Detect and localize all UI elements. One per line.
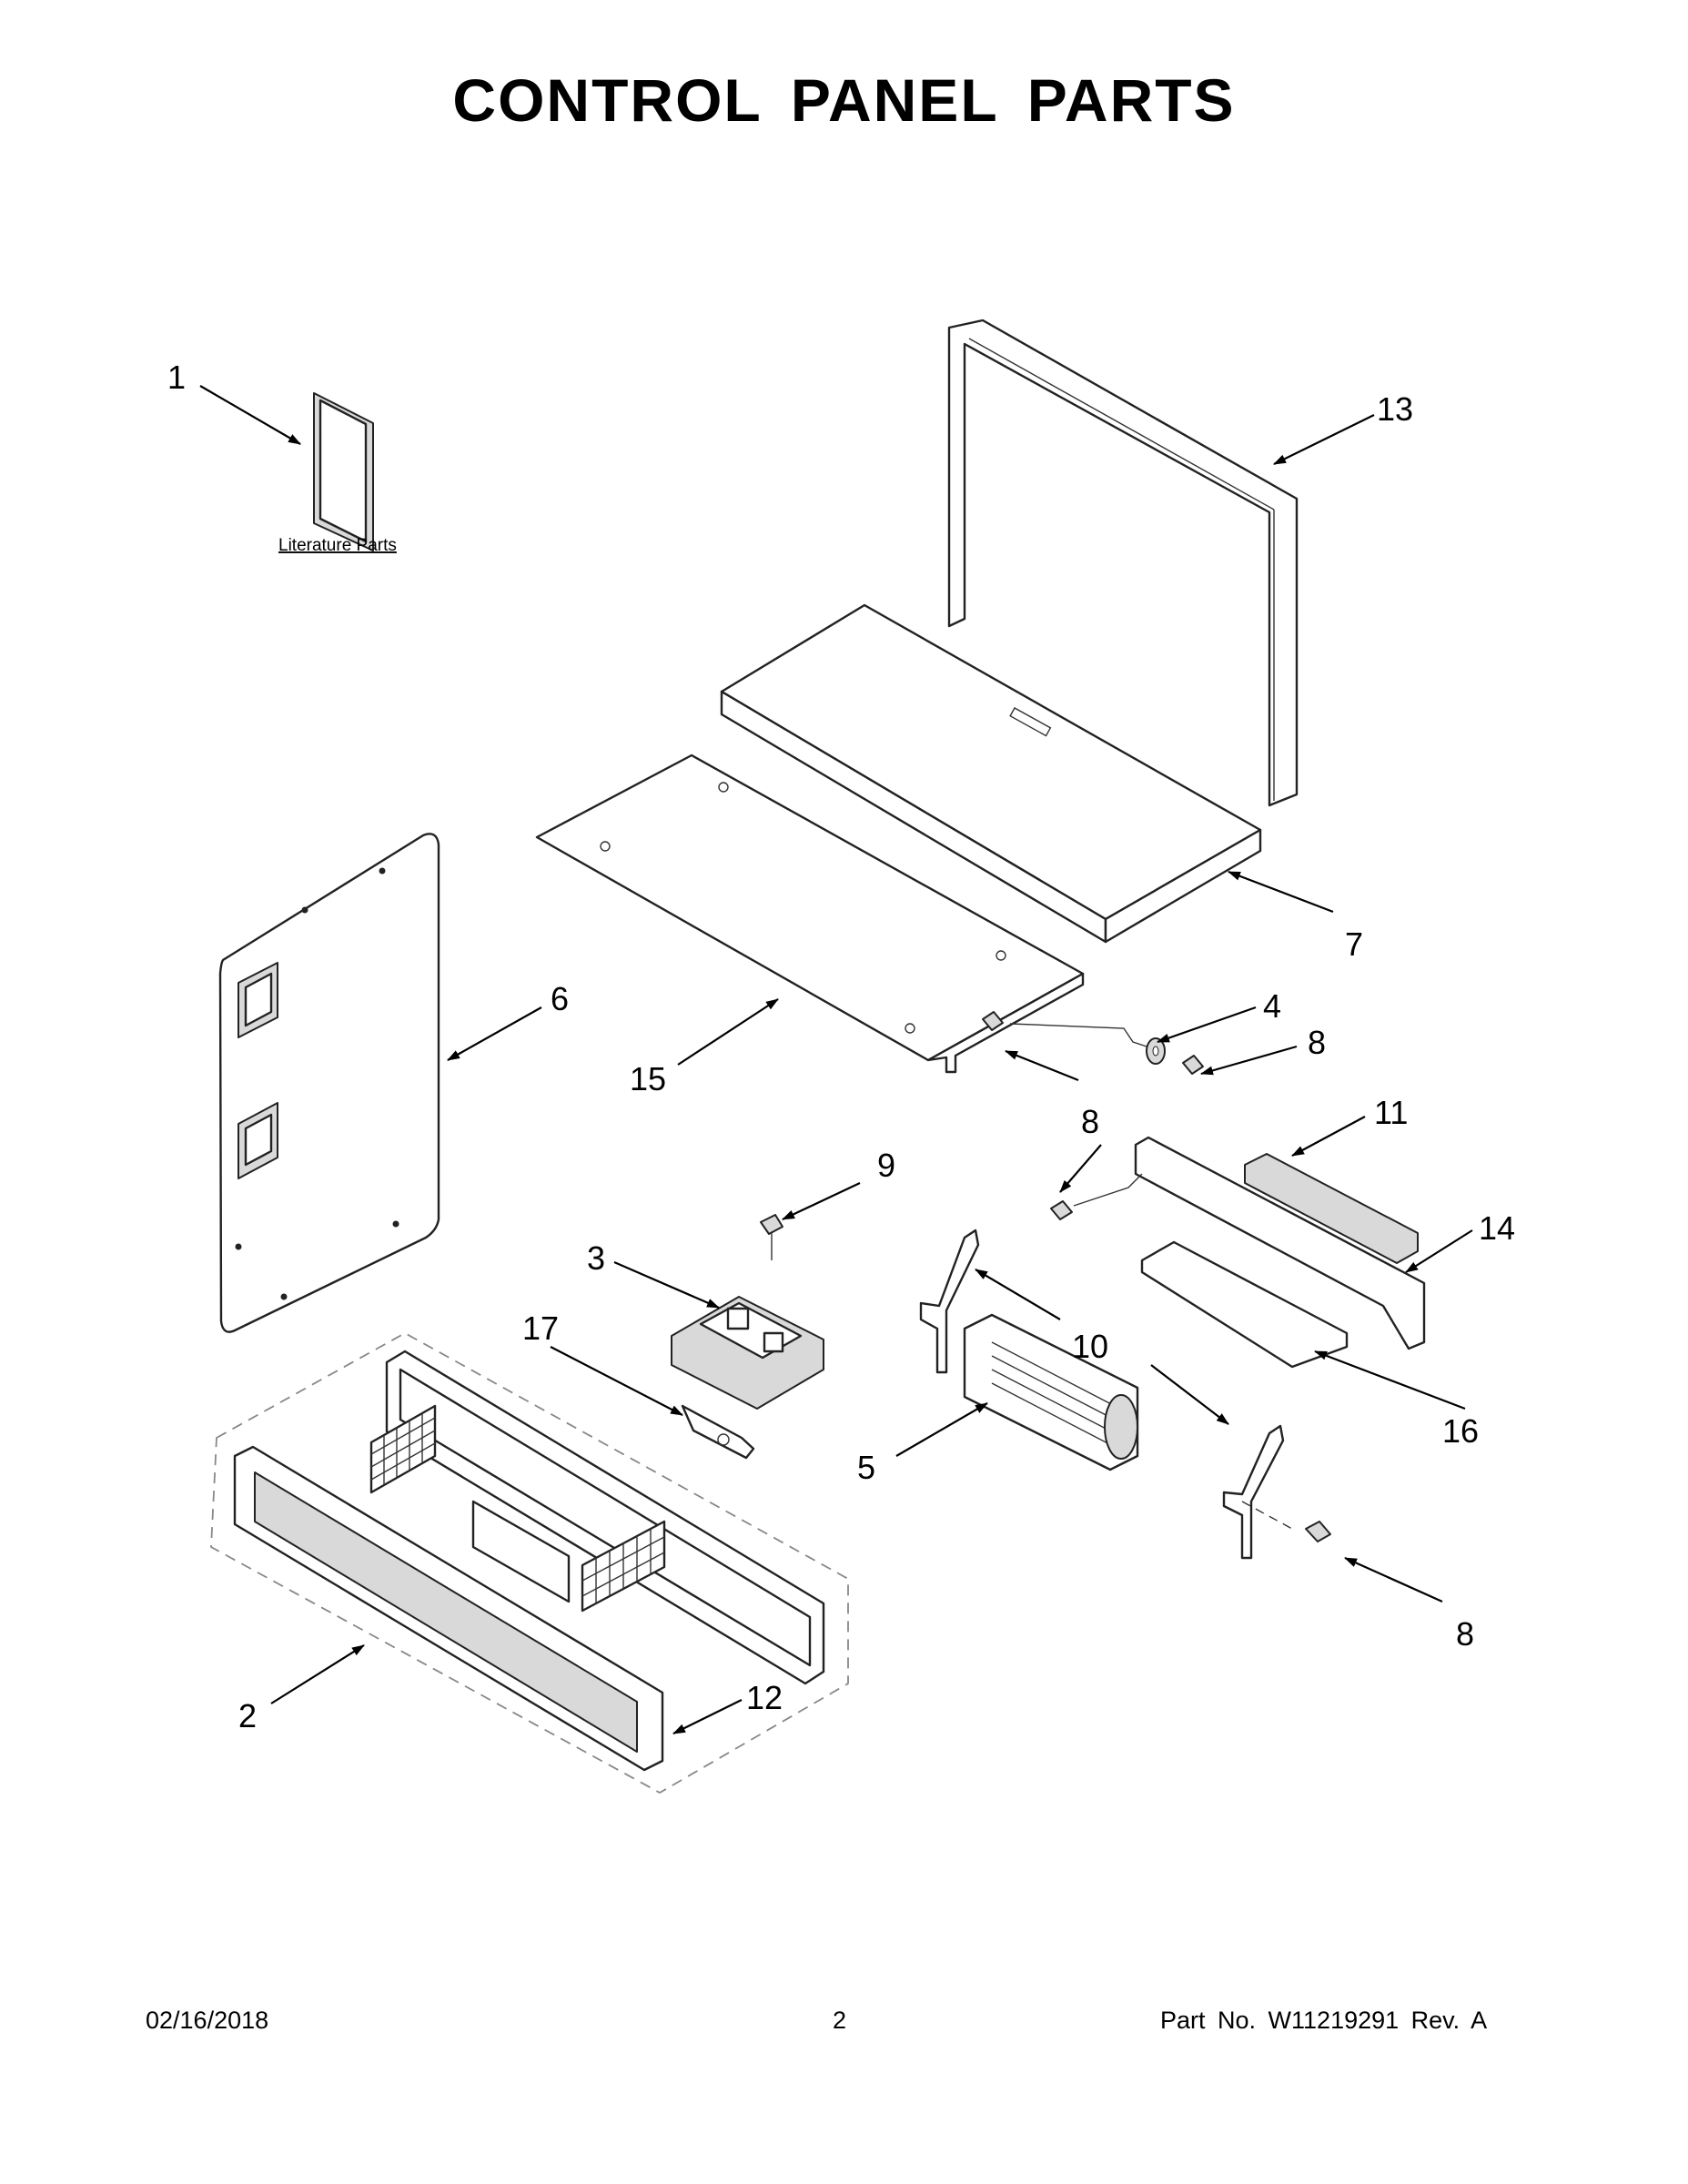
literature-parts-booklet xyxy=(313,392,374,551)
callout-17: 17 xyxy=(522,1309,559,1347)
callout-13: 13 xyxy=(1377,390,1413,428)
callout-10: 10 xyxy=(1072,1328,1108,1365)
callout-6: 6 xyxy=(551,980,569,1017)
sensor-part-17 xyxy=(681,1404,755,1460)
leader-arrows xyxy=(199,385,1473,1734)
callout-8-middle: 8 xyxy=(1081,1103,1099,1140)
footer-part-number: Part No. W11219291 Rev. A xyxy=(1160,2007,1488,2034)
top-cover-part-7 xyxy=(720,603,1262,944)
screw-part-8-upper xyxy=(982,1011,1204,1075)
callout-5: 5 xyxy=(857,1449,875,1486)
side-panel-part-6 xyxy=(218,833,440,1333)
plate-part-15 xyxy=(535,753,1085,1074)
callout-15: 15 xyxy=(630,1060,666,1097)
keypad-grid xyxy=(369,1404,666,1613)
callout-7: 7 xyxy=(1345,925,1363,963)
callout-11: 11 xyxy=(1374,1094,1408,1131)
control-board-part-3 xyxy=(671,1296,824,1410)
shield-part-16 xyxy=(1140,1240,1349,1369)
callout-8-lower: 8 xyxy=(1456,1615,1474,1653)
strip-part-11 xyxy=(1244,1153,1419,1264)
footer-date: 02/16/2018 xyxy=(146,2007,269,2034)
callout-14: 14 xyxy=(1479,1209,1515,1247)
literature-parts-label: Literature Parts xyxy=(278,536,397,555)
page-title: CONTROL PANEL PARTS xyxy=(452,66,1236,134)
fan-bracket-part-10-right xyxy=(1222,1424,1285,1560)
fan-blower-part-5 xyxy=(963,1313,1139,1471)
callout-1: 1 xyxy=(167,359,186,396)
callout-numbers: 1 13 7 6 15 4 8 8 11 9 3 14 17 10 16 5 8… xyxy=(167,359,1515,1734)
screw-part-9 xyxy=(760,1214,783,1260)
console-assembly-group xyxy=(210,1331,849,1795)
callout-4: 4 xyxy=(1263,987,1281,1025)
callout-12: 12 xyxy=(746,1679,783,1716)
screw-part-8-lower xyxy=(1241,1501,1331,1542)
screw-part-8-middle xyxy=(1050,1173,1143,1220)
washer-part-4 xyxy=(1146,1037,1166,1065)
callout-2: 2 xyxy=(238,1697,257,1734)
callout-8-upper-right: 8 xyxy=(1308,1024,1326,1061)
fan-bracket-part-10-left xyxy=(919,1228,980,1374)
callout-3: 3 xyxy=(587,1239,605,1277)
callout-9: 9 xyxy=(877,1147,895,1184)
rear-frame-part-13 xyxy=(947,318,1299,807)
bracket-part-14 xyxy=(1134,1136,1426,1350)
footer-page-number: 2 xyxy=(833,2007,847,2034)
callout-16: 16 xyxy=(1442,1412,1479,1450)
